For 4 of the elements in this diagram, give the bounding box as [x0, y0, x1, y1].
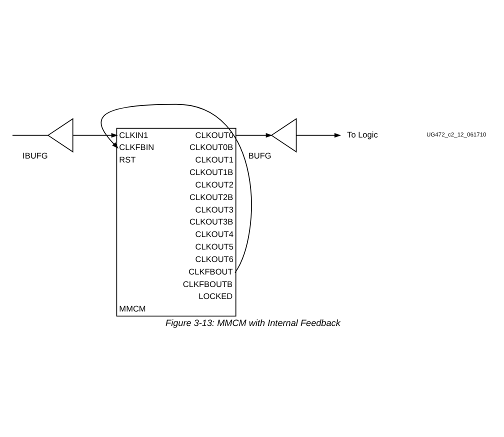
node-text: To Logic: [347, 130, 378, 140]
node-label: IBUFG: [22, 152, 48, 161]
caption: Figure 3-13: MMCM with Internal Feedback: [166, 318, 340, 328]
node-label: BUFG: [248, 152, 272, 161]
